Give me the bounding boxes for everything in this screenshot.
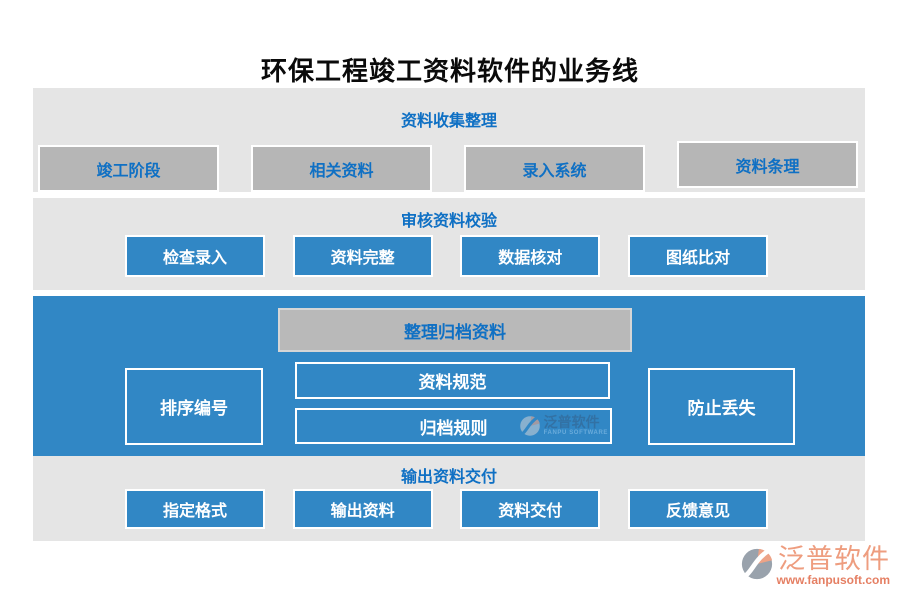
fanpu-watermark-icon [519, 416, 540, 436]
node-sort-number: 排序编号 [125, 368, 263, 445]
section-deliver-row: 指定格式 输出资料 资料交付 反馈意见 [125, 489, 768, 529]
fanpu-logo-url: www.fanpusoft.com [776, 573, 890, 588]
section-collect-header: 资料收集整理 [400, 113, 497, 130]
section-audit-row: 检查录入 资料完整 数据核对 图纸比对 [125, 235, 768, 277]
section-audit: 审核资料校验 检查录入 资料完整 数据核对 图纸比对 [33, 198, 865, 290]
fanpu-watermark-name: 泛普软件 [543, 414, 600, 430]
node-output-material: 输出资料 [292, 489, 433, 529]
fanpu-logo-icon [742, 548, 773, 580]
section-archive: 整理归档资料 排序编号 资料规范 归档规则 泛普软件 FANPU SOFTWAR… [33, 296, 865, 456]
node-data-verify: 数据核对 [460, 235, 601, 277]
section-deliver: 输出资料交付 指定格式 输出资料 资料交付 反馈意见 [33, 456, 865, 541]
section-deliver-header: 输出资料交付 [400, 469, 497, 486]
node-entry-system: 录入系统 [464, 145, 645, 192]
node-specified-format: 指定格式 [125, 489, 265, 529]
section-audit-header: 审核资料校验 [400, 213, 497, 230]
node-material-complete: 资料完整 [292, 235, 433, 277]
node-material-organization: 资料条理 [677, 141, 858, 188]
node-check-entry: 检查录入 [125, 235, 265, 277]
fanpu-watermark-subtitle: FANPU SOFTWARE [543, 430, 608, 437]
section-collect-row: 竣工阶段 相关资料 录入系统 资料条理 [38, 141, 858, 192]
diagram-title: 环保工程竣工资料软件的业务线 [260, 56, 639, 86]
node-archive-rule: 归档规则 泛普软件 FANPU SOFTWARE [295, 408, 612, 444]
fanpu-logo: 泛普软件 www.fanpusoft.com [740, 545, 890, 587]
node-material-standard: 资料规范 [295, 362, 610, 399]
node-archive-rule-label: 归档规则 [419, 418, 488, 438]
node-prevent-loss: 防止丢失 [648, 368, 795, 445]
section-archive-header: 整理归档资料 [278, 308, 632, 352]
fanpu-watermark: 泛普软件 FANPU SOFTWARE [519, 414, 608, 438]
fanpu-logo-name: 泛普软件 [778, 544, 890, 574]
node-related-materials: 相关资料 [251, 145, 432, 192]
section-collect: 资料收集整理 竣工阶段 相关资料 录入系统 资料条理 [33, 88, 865, 192]
node-completion-stage: 竣工阶段 [38, 145, 219, 192]
node-material-delivery: 资料交付 [460, 489, 601, 529]
node-drawing-compare: 图纸比对 [627, 235, 768, 277]
node-feedback: 反馈意见 [627, 489, 768, 529]
